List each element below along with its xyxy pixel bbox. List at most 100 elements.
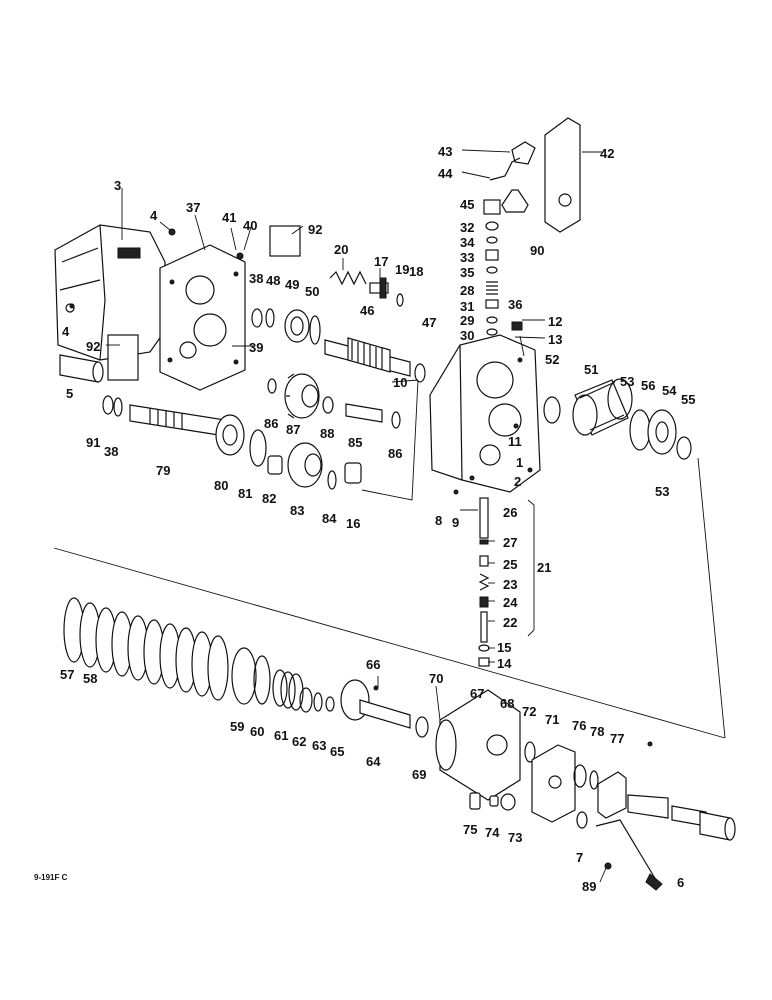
callout-56: 56 xyxy=(641,378,655,393)
clutch-drum-part xyxy=(572,378,633,436)
callout-45: 45 xyxy=(460,197,474,212)
callout-10: 10 xyxy=(393,375,407,390)
end-cover-part xyxy=(531,744,576,823)
callout-25: 25 xyxy=(503,557,517,572)
callout-57: 57 xyxy=(60,667,74,682)
washer-part-86 xyxy=(267,378,277,394)
callout-54: 54 xyxy=(662,383,677,398)
callout-43: 43 xyxy=(438,144,452,159)
callout-53b: 53 xyxy=(655,484,669,499)
pin-part-89 xyxy=(604,862,612,870)
seal-ring-part xyxy=(543,396,561,424)
callout-27: 27 xyxy=(503,535,517,550)
pin-part xyxy=(345,403,383,423)
callout-78: 78 xyxy=(590,724,604,739)
callout-26: 26 xyxy=(503,505,517,520)
callout-64: 64 xyxy=(366,754,381,769)
spring-part xyxy=(329,270,367,286)
callout-72: 72 xyxy=(522,704,536,719)
washer-part-68 xyxy=(524,741,536,763)
callout-17: 17 xyxy=(374,254,388,269)
callout-36: 36 xyxy=(508,297,522,312)
callout-66: 66 xyxy=(366,657,380,672)
spring-coil-part xyxy=(272,669,304,711)
shield-part xyxy=(544,117,581,233)
callout-86b: 86 xyxy=(388,446,402,461)
callout-9: 9 xyxy=(452,515,459,530)
ring-stack-upper xyxy=(251,308,321,345)
callout-77: 77 xyxy=(610,731,624,746)
drawing-reference-code: 9-191F C xyxy=(34,873,68,882)
lever-part xyxy=(595,819,657,881)
bushing-part xyxy=(267,455,283,475)
bolt-part xyxy=(69,303,75,309)
callout-63: 63 xyxy=(312,738,326,753)
callout-91: 91 xyxy=(86,435,100,450)
callout-61: 61 xyxy=(274,728,288,743)
washer-part xyxy=(102,395,114,415)
callout-80: 80 xyxy=(214,478,228,493)
callout-8: 8 xyxy=(435,513,442,528)
callout-83: 83 xyxy=(290,503,304,518)
callout-12: 12 xyxy=(548,314,562,329)
callout-68: 68 xyxy=(500,696,514,711)
callout-22: 22 xyxy=(503,615,517,630)
input-shaft-part xyxy=(129,404,226,437)
callout-30: 30 xyxy=(460,328,474,343)
callout-19: 19 xyxy=(395,262,409,277)
callout-4b: 4 xyxy=(62,324,70,339)
callout-42: 42 xyxy=(600,146,614,161)
gasket-plate-part xyxy=(159,244,246,391)
callout-86a: 86 xyxy=(264,416,278,431)
callout-84: 84 xyxy=(322,511,337,526)
callout-28: 28 xyxy=(460,283,474,298)
shaft-part xyxy=(324,337,426,383)
callout-87: 87 xyxy=(286,422,300,437)
seal-part-7 xyxy=(576,811,588,829)
callout-40: 40 xyxy=(243,218,257,233)
bearing-part-69 xyxy=(415,716,429,738)
callout-18: 18 xyxy=(409,264,423,279)
output-cylinder-part xyxy=(627,794,736,841)
cover-plate-part xyxy=(269,225,301,257)
callout-70: 70 xyxy=(429,671,443,686)
callout-51: 51 xyxy=(584,362,598,377)
housing-cover-part xyxy=(54,224,176,381)
callout-92a: 92 xyxy=(308,222,322,237)
callout-50: 50 xyxy=(305,284,319,299)
callout-89: 89 xyxy=(582,879,596,894)
nut-part xyxy=(500,793,516,811)
callout-21: 21 xyxy=(537,560,551,575)
callout-6: 6 xyxy=(677,875,684,890)
plunger-part xyxy=(369,277,389,299)
callout-38b: 38 xyxy=(104,444,118,459)
pipe-part xyxy=(489,157,521,181)
o-ring-part xyxy=(396,293,404,307)
gear-lower-part xyxy=(287,442,323,488)
spacer-part xyxy=(344,462,362,484)
callout-16: 16 xyxy=(346,516,360,531)
callout-35: 35 xyxy=(460,265,474,280)
callout-38a: 38 xyxy=(249,271,263,286)
piston-stack xyxy=(629,409,692,460)
pressure-plate-part xyxy=(231,647,257,705)
callout-81: 81 xyxy=(238,486,252,501)
callout-67: 67 xyxy=(470,686,484,701)
boot-part xyxy=(501,189,529,213)
flange-part xyxy=(597,771,627,819)
callout-14: 14 xyxy=(497,656,512,671)
callout-58: 58 xyxy=(83,671,97,686)
callout-74: 74 xyxy=(485,825,500,840)
callout-53a: 53 xyxy=(620,374,634,389)
callout-34: 34 xyxy=(460,235,475,250)
callout-31: 31 xyxy=(460,299,474,314)
callout-37: 37 xyxy=(186,200,200,215)
callout-7: 7 xyxy=(576,850,583,865)
callout-65: 65 xyxy=(330,744,344,759)
output-housing-part xyxy=(435,689,521,801)
callout-labels: 1 2 3 4 4 5 6 7 8 9 10 11 12 13 14 15 16… xyxy=(34,144,695,894)
callout-76: 76 xyxy=(572,718,586,733)
clutch-pack-part xyxy=(63,597,229,701)
